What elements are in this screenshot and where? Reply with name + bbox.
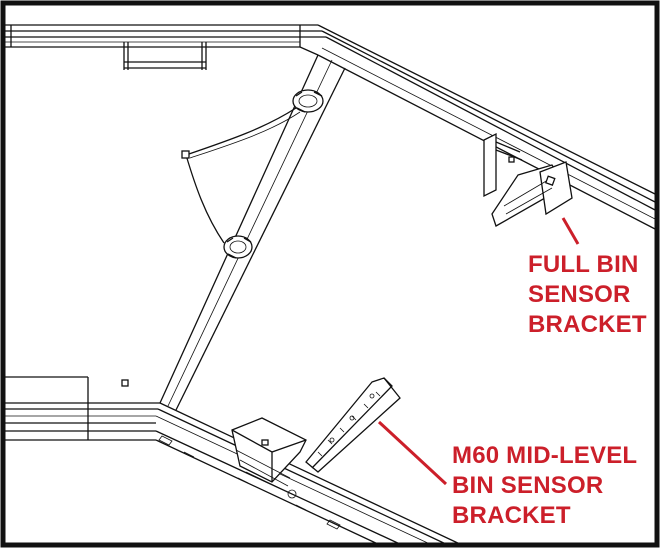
bin-sensor-upper — [292, 89, 324, 113]
mid-level-label-line-1: M60 MID-LEVEL — [452, 442, 638, 469]
bottom-right-rail — [155, 402, 463, 546]
mid-level-bin-sensor-bracket-label: M60 MID-LEVEL BIN SENSOR BRACKET — [452, 441, 637, 531]
full-bin-label-line-1: FULL BIN — [528, 251, 639, 278]
bin-sensor-lower — [223, 235, 253, 259]
top-left-rail — [5, 24, 326, 70]
sensor-cable — [181, 107, 301, 244]
full-bin-leader-line — [561, 217, 580, 245]
mid-level-label-line-3: BRACKET — [452, 502, 571, 529]
hopper-base-plate — [231, 417, 307, 499]
full-bin-label-line-2: SENSOR — [528, 281, 631, 308]
bottom-left-rail — [5, 376, 160, 441]
mid-level-bin-sensor-bracket — [305, 377, 401, 473]
full-bin-label-line-3: BRACKET — [528, 311, 647, 338]
full-bin-sensor-bracket-label: FULL BIN SENSOR BRACKET — [528, 250, 647, 340]
mid-level-label-line-2: BIN SENSOR — [452, 472, 604, 499]
mid-level-leader-line — [377, 420, 448, 486]
top-right-rail — [299, 24, 658, 231]
full-bin-sensor-bracket — [483, 132, 573, 227]
sloped-panel — [159, 54, 346, 411]
